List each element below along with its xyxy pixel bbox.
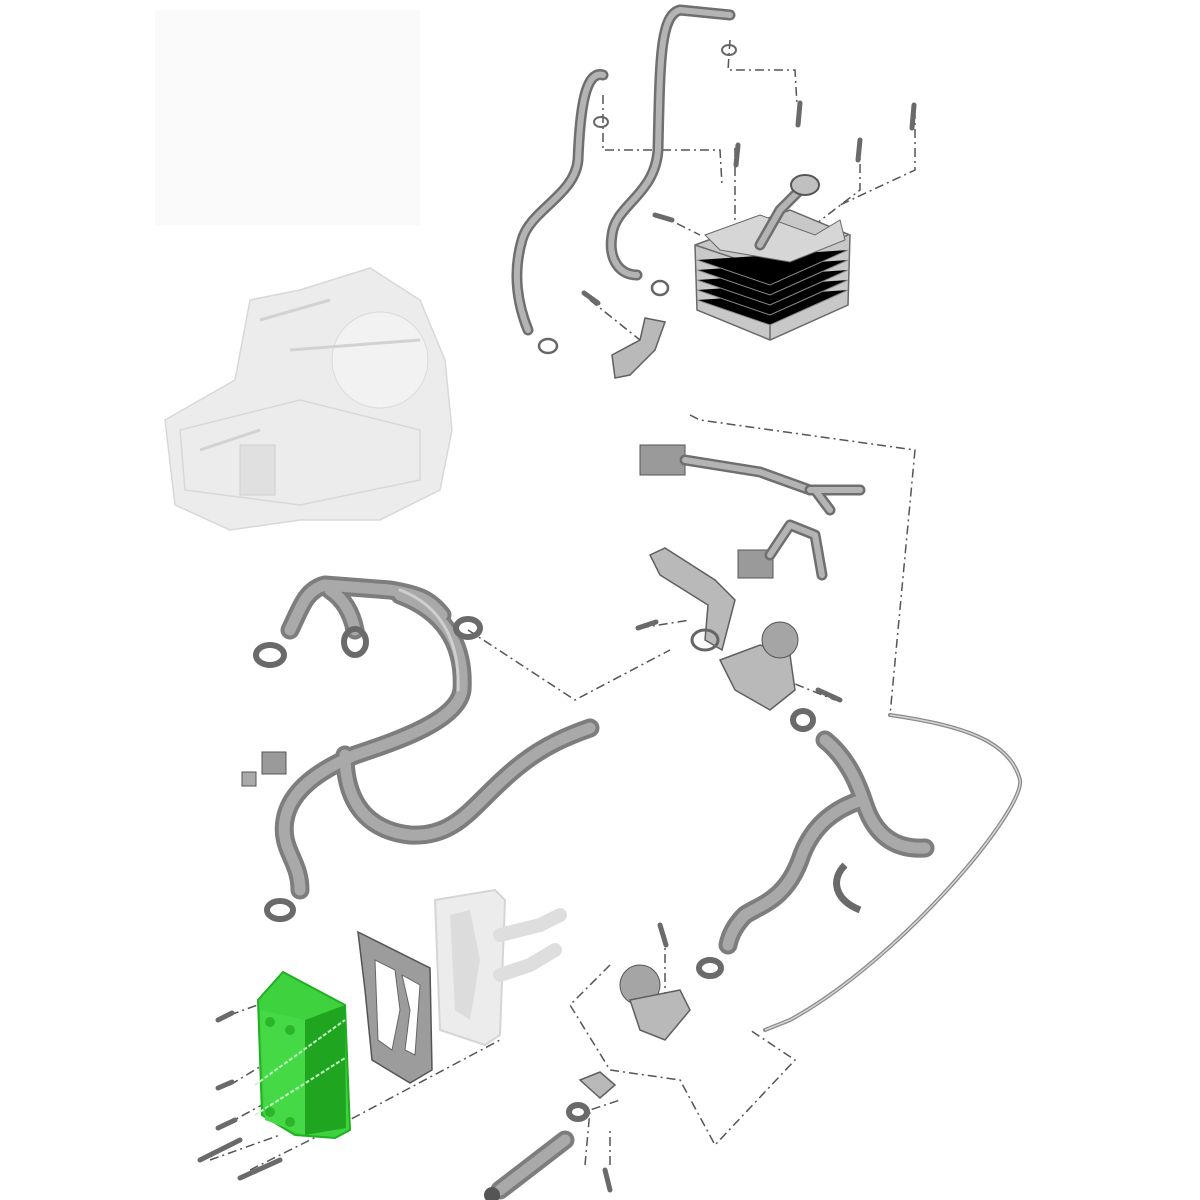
highlighted-oil-cooler[interactable] bbox=[254, 970, 352, 1140]
coolant-hose-left bbox=[274, 575, 600, 900]
ghost-background-panel bbox=[155, 10, 420, 225]
valve-bracket bbox=[648, 547, 736, 652]
upper-oil-cooler bbox=[694, 174, 851, 341]
cooler-gasket bbox=[357, 930, 433, 1084]
cooler-adapter-ghost bbox=[433, 888, 567, 1047]
lower-connector-tube bbox=[484, 1130, 613, 1200]
bolts-top bbox=[581, 100, 917, 306]
oil-pipe-right bbox=[605, 4, 736, 281]
cooler-side-face bbox=[305, 1005, 346, 1135]
sensor-cable bbox=[763, 713, 1023, 1032]
solenoid-valve-lower bbox=[737, 519, 828, 581]
cooler-front-face bbox=[260, 1010, 305, 1135]
pipe-bracket bbox=[611, 317, 666, 379]
cooler-bolts bbox=[197, 1010, 283, 1181]
transmission-ghost bbox=[164, 267, 453, 531]
coolant-hose-right bbox=[696, 708, 935, 979]
thermostat-valve-lower bbox=[619, 922, 691, 1041]
hose-clamps-left bbox=[241, 616, 483, 922]
flange-gasket-small bbox=[566, 1071, 617, 1122]
seal-rings bbox=[537, 44, 737, 355]
oil-pipe-left bbox=[511, 69, 609, 336]
solenoid-valve-upper bbox=[639, 444, 866, 516]
thermostat-valve-upper bbox=[635, 619, 843, 711]
